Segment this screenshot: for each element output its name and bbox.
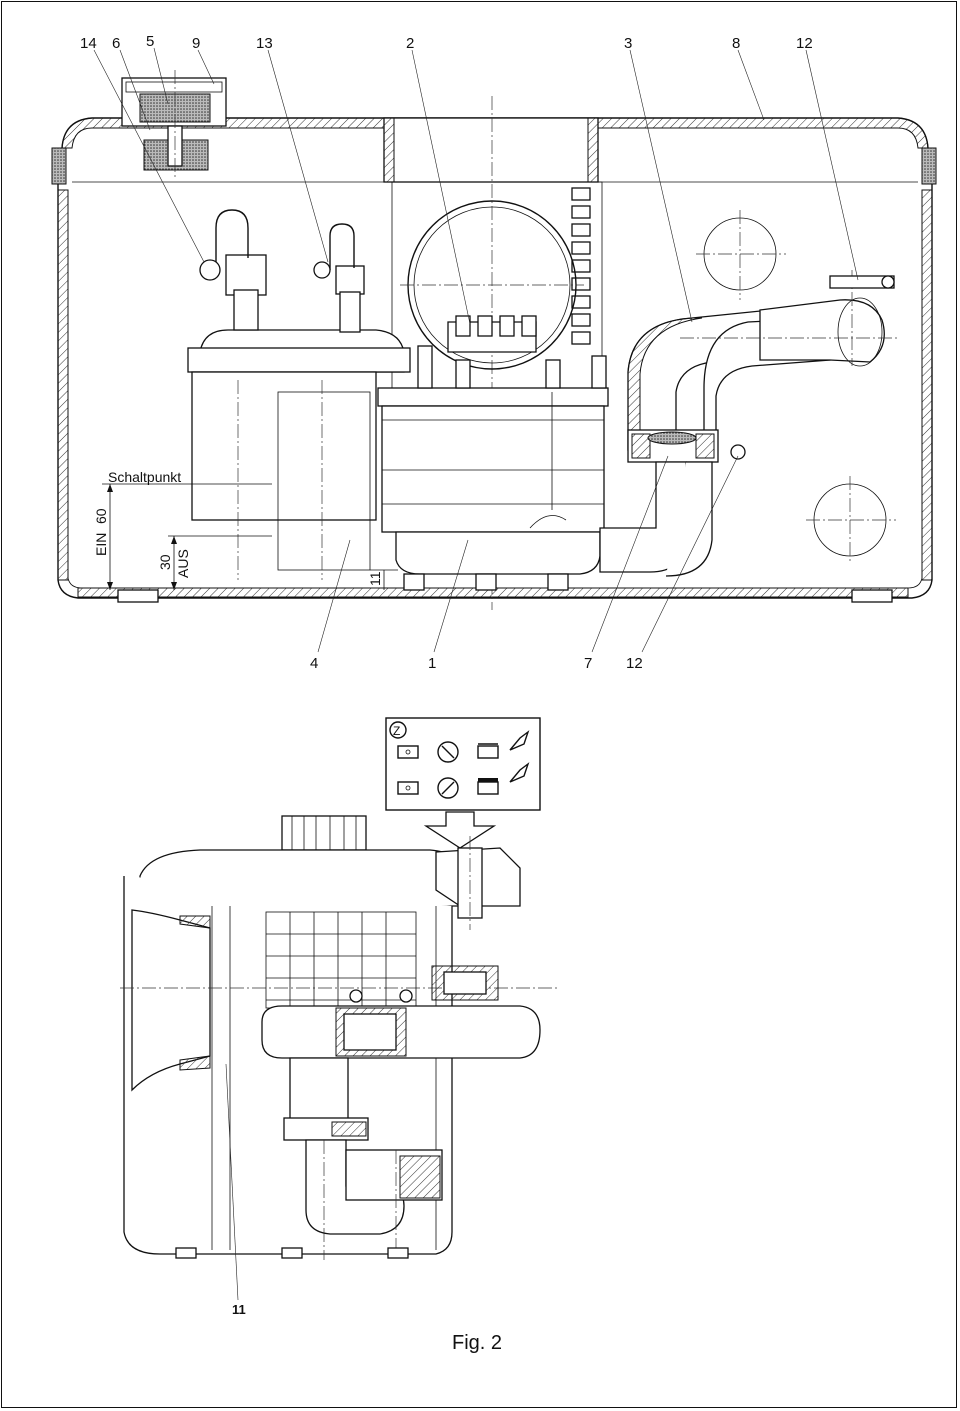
callout-8: 8 <box>732 35 740 52</box>
dial-icon-1 <box>437 741 459 763</box>
clamp-screw <box>730 444 746 460</box>
grid-basket <box>265 911 417 1009</box>
inlet-chimney <box>383 117 599 183</box>
detail-frame <box>385 717 541 811</box>
callout-11: 11 <box>232 1302 246 1317</box>
leader-lines-top <box>93 47 859 325</box>
cable-loop-2 <box>329 223 355 270</box>
dial-icon-2 <box>437 777 459 799</box>
hand-icon-2 <box>509 762 530 783</box>
pump-handle <box>529 515 567 529</box>
wire-end-1 <box>199 259 221 281</box>
callout-5: 5 <box>146 33 154 50</box>
callout-9: 9 <box>192 35 200 52</box>
basket-ribs <box>571 187 591 345</box>
leader-11 <box>225 1063 239 1301</box>
on-label: EIN <box>93 533 109 556</box>
detail-marker: Z <box>393 724 400 738</box>
down-arrow-icon <box>423 811 497 849</box>
top-cap <box>281 815 367 851</box>
callout-14: 14 <box>80 35 97 52</box>
foot-left <box>117 589 159 603</box>
detail-marker-circle <box>389 721 407 739</box>
tank-outer-wall <box>57 182 933 599</box>
cable-gland-2 <box>335 265 365 295</box>
foot-right <box>851 589 893 603</box>
gap-value: 11 <box>367 571 383 586</box>
pump-bottom <box>395 531 601 575</box>
callout-3: 3 <box>624 35 632 52</box>
on-value: 60 <box>93 508 109 524</box>
vertical-pipe <box>289 1057 349 1121</box>
right-wall-hatch <box>921 189 933 581</box>
switch-point-label: Schaltpunkt <box>108 469 181 485</box>
tank-closed-icon <box>397 745 419 759</box>
switch-housing-rim <box>187 347 411 373</box>
callout-12-top: 12 <box>796 35 813 52</box>
callout-13: 13 <box>256 35 273 52</box>
cable-loop-1 <box>215 209 249 276</box>
callout-12-bottom: 12 <box>626 655 643 672</box>
callout-7: 7 <box>584 655 592 672</box>
lid-clip-left <box>51 147 67 185</box>
upper-section-view: 14 6 5 9 13 2 3 8 12 4 1 7 12 Schaltpunk… <box>51 33 937 672</box>
pump-motor-body <box>381 405 605 533</box>
detail-z-box: Z <box>385 717 541 849</box>
leader-lines-bottom <box>317 455 739 653</box>
callout-4: 4 <box>310 655 318 672</box>
off-label: AUS <box>175 549 191 578</box>
left-wall-hatch <box>57 189 69 581</box>
lid-hatch <box>61 117 929 149</box>
lower-perspective-view: 11 <box>120 815 560 1317</box>
pipe-elbow-end <box>759 299 885 363</box>
tank-open-icon <box>477 745 499 759</box>
tank-closed-icon-2 <box>397 781 419 795</box>
check-valve-flap <box>647 431 697 445</box>
dimension-marks <box>102 483 398 590</box>
callout-1: 1 <box>428 655 436 672</box>
screw-1 <box>349 989 363 1003</box>
pump-flange <box>377 387 609 407</box>
chimney-right-wall <box>587 117 599 183</box>
off-value: 30 <box>157 554 173 570</box>
hand-icon-1 <box>509 730 530 751</box>
cable-gland-1 <box>225 254 267 296</box>
tank-open-icon-2 <box>477 781 499 795</box>
screw-2 <box>399 989 413 1003</box>
vent-cap-top <box>125 81 223 93</box>
lid-clip-right <box>921 147 937 185</box>
switch-chamber <box>191 371 377 521</box>
outlet-opening <box>837 297 883 367</box>
switch-bell-tube <box>277 391 371 571</box>
figure-label: Fig. 2 <box>452 1332 502 1354</box>
callout-2: 2 <box>406 35 414 52</box>
wire-end-2 <box>313 261 331 279</box>
pipe-outer-bend <box>665 461 713 577</box>
chimney-left-wall <box>383 117 395 183</box>
callout-6: 6 <box>112 35 120 52</box>
